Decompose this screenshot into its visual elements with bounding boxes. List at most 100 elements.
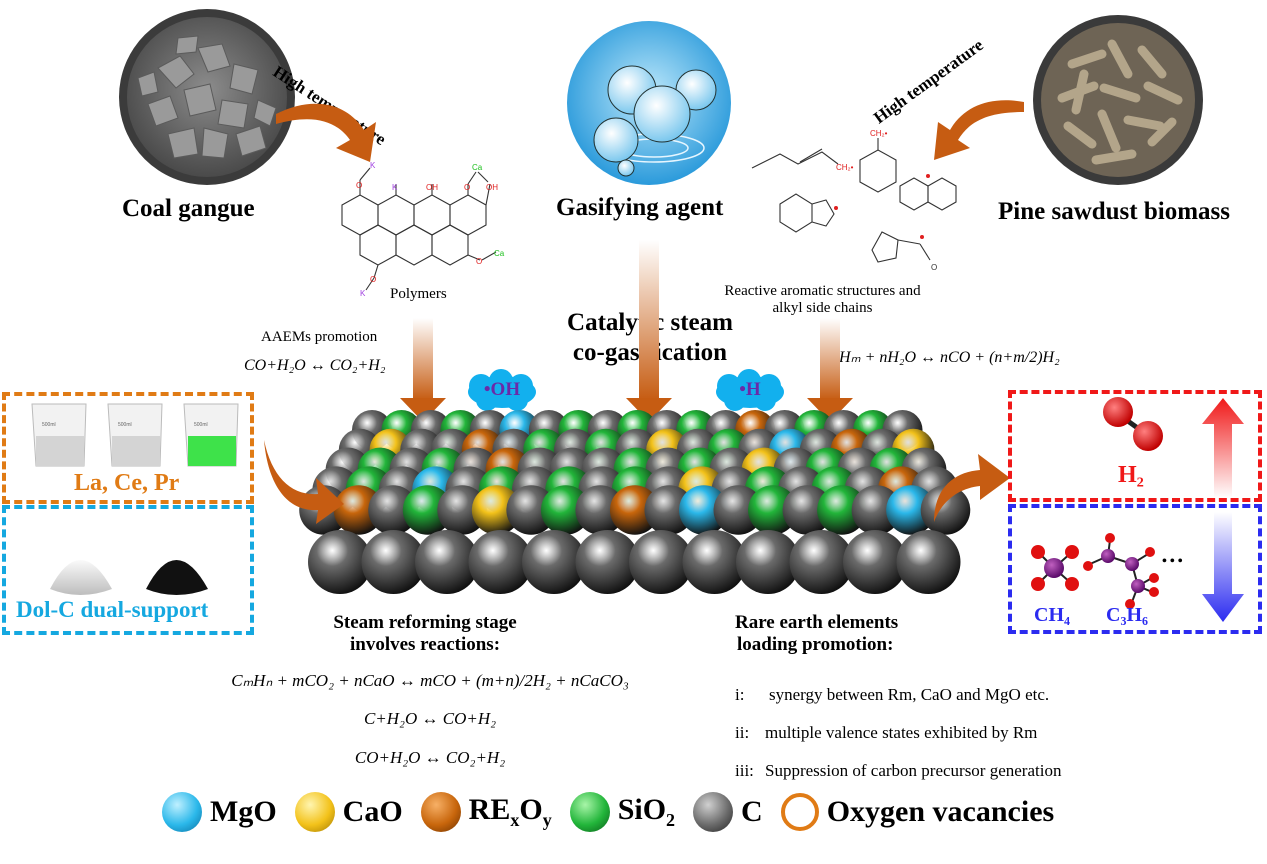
mgo-sphere-icon [162, 792, 202, 832]
rare-earth-promotion-list: i:synergy between Rm, CaO and MgO etc. i… [735, 676, 1061, 790]
promotion-point-num: ii: [735, 723, 750, 742]
legend: MgO CaO RExOy SiO2 C Oxygen vacancies [162, 792, 1054, 832]
cloud-icon [716, 369, 784, 411]
rexoy-sphere [609, 485, 660, 535]
steam-reforming-equation-2: C+H₂O ↔ CO+H₂ [363, 709, 497, 728]
steam-reforming-equation-3: CO+H₂O ↔ CO₂+H₂ [354, 748, 506, 767]
rexoy-sphere-icon [420, 792, 461, 832]
c-sphere [468, 530, 533, 594]
legend-item-mgo: MgO [162, 792, 277, 832]
aromatic-caption: Reactive aromatic structures and alkyl s… [700, 283, 945, 317]
pine-sawdust-image [1032, 14, 1204, 186]
curved-arrow-coal-icon [276, 103, 376, 162]
coal-gangue-image [118, 8, 296, 186]
legend-item-c: C [693, 792, 763, 832]
svg-text:500ml: 500ml [42, 422, 56, 428]
svg-text:O: O [370, 275, 376, 284]
c-sphere [789, 530, 854, 594]
gasifying-agent-label: Gasifying agent [556, 194, 724, 221]
legend-label-sio2: SiO2 [617, 793, 676, 830]
aromatic-structures: CH₂• CH₂• O [750, 129, 960, 285]
curved-arrow-biomass-icon [934, 100, 1024, 160]
carbon-sphere-icon [693, 792, 734, 832]
legend-item-sio2: SiO2 [569, 792, 676, 832]
promotion-point: ii:multiple valence states exhibited by … [735, 714, 1061, 752]
c-sphere [575, 530, 640, 594]
hydrogen-radical-cloud: •H [711, 369, 789, 414]
rexoy-sphere [333, 485, 384, 535]
legend-label-cao: CaO [342, 795, 403, 828]
rare-earth-promotion-title: Rare earth elements loading promotion: [735, 612, 898, 656]
sio2-sphere [540, 485, 591, 535]
c-sphere [308, 530, 372, 594]
svg-text:OH: OH [486, 183, 498, 192]
c-sphere [629, 530, 693, 594]
legend-item-cao: CaO [294, 792, 403, 832]
pine-sawdust-label: Pine sawdust biomass [998, 198, 1230, 225]
c-sphere [644, 485, 695, 535]
sio2-sphere-icon [569, 792, 610, 832]
beaker-2-icon [107, 403, 163, 467]
radical-ch2-2: CH₂• [836, 163, 854, 172]
c-sphere [782, 485, 833, 535]
beaker-1-icon [31, 403, 87, 467]
c-sphere [682, 530, 747, 594]
water-bubbles-icon [567, 21, 731, 185]
promotion-point: iii:Suppression of carbon precursor gene… [735, 752, 1061, 790]
sio2-sphere [817, 485, 867, 535]
svg-text:O: O [476, 257, 482, 266]
aromatic-molecules-icon: CH₂• CH₂• O [751, 129, 957, 272]
c-sphere [920, 485, 971, 535]
svg-text:Ca: Ca [472, 163, 483, 172]
down-arrow-left-icon [400, 318, 446, 422]
hydrogen-label: H₂ [1118, 462, 1144, 488]
c-sphere [361, 530, 426, 594]
c-sphere [896, 530, 961, 594]
dual-support-box: Dol-C dual-support [2, 505, 254, 635]
aromatic-caption-line1: Reactive aromatic structures and [724, 283, 921, 299]
cao-sphere-icon [294, 792, 335, 832]
steam-reforming-title-line1: Steam reforming stage [333, 612, 517, 633]
carbonyl-oxygen: O [931, 263, 937, 272]
c-sphere [843, 530, 907, 594]
beaker-3-icon [183, 403, 239, 467]
oxygen-vacancy-ring-icon [780, 793, 819, 831]
c3h6-label: C₃H₆ [1106, 604, 1148, 626]
svg-text:O: O [356, 181, 362, 190]
promotion-point-text: synergy between Rm, CaO and MgO etc. [769, 685, 1050, 704]
hydrogen-radical-label: •H [739, 379, 761, 400]
steam-reforming-equation-1: CₘHₙ + mCO₂ + nCaO ↔ mCO + (m+n)/2H₂ + n… [231, 671, 629, 690]
svg-text:K: K [370, 161, 376, 170]
carbon-powder-icon [146, 560, 208, 595]
decrease-arrow-icon [1202, 512, 1244, 622]
legend-label-oxygen-vacancies: Oxygen vacancies [826, 795, 1055, 828]
hydrocarbon-product-box: ••• CH₄ C₃H₆ [1008, 504, 1262, 634]
c-sphere [522, 530, 586, 594]
catalyst-surface [299, 410, 971, 594]
sio2-sphere [748, 485, 798, 535]
dolomite-powder-icon [50, 560, 112, 595]
rare-earth-promotion-title-line1: Rare earth elements [735, 612, 899, 633]
increase-arrow-icon [1202, 398, 1244, 498]
c3h6-molecule-icon [1083, 533, 1159, 609]
c-sphere [506, 485, 556, 535]
coal-gangue-label: Coal gangue [122, 195, 255, 222]
gasifying-agent-image [564, 18, 734, 188]
c-sphere [736, 530, 800, 594]
steam-reforming-title: Steam reforming stage involves reactions… [270, 612, 580, 656]
more-hydrocarbons-ellipsis: ••• [1162, 554, 1186, 569]
input-arrow-icon [264, 440, 344, 524]
rare-earth-label: La, Ce, Pr [74, 470, 180, 496]
svg-text:Ca: Ca [494, 249, 505, 258]
hydroxyl-radical-label: •OH [483, 379, 521, 400]
legend-label-c: C [741, 795, 763, 828]
down-arrow-center-icon [626, 240, 672, 422]
support-powders-icon [50, 560, 208, 595]
aaems-promotion-label: AAEMs promotion [261, 329, 378, 345]
promotion-point-text: Suppression of carbon precursor generati… [765, 761, 1062, 780]
c-sphere [851, 485, 902, 535]
pine-sawdust-icon [1033, 15, 1203, 185]
